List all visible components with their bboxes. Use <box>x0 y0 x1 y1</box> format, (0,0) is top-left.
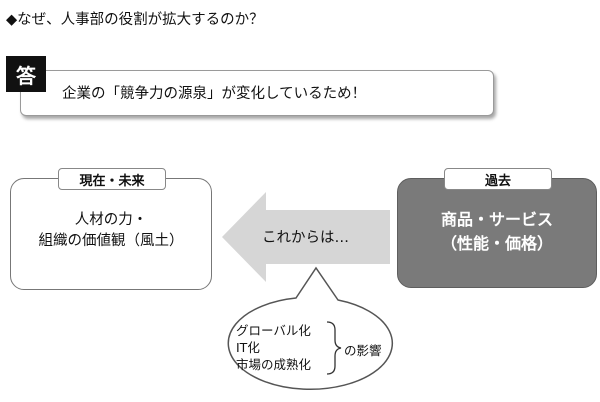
factor-item: IT化 <box>236 340 260 355</box>
past-box-text: 商品・サービス （性能・価格） <box>397 208 597 256</box>
brace-icon <box>326 321 342 375</box>
current-line-1: 人材の力・ <box>74 212 148 228</box>
past-line-1: 商品・サービス <box>440 210 553 229</box>
speech-bubble-outline <box>227 266 393 391</box>
question-heading: ◆なぜ、人事部の役割が拡大するのか？ <box>6 12 264 28</box>
factor-suffix: の影響 <box>344 343 382 358</box>
answer-box <box>20 70 494 116</box>
current-box-text: 人材の力・ 組織の価値観（風土） <box>10 210 212 252</box>
answer-badge: 答 <box>6 56 46 92</box>
answer-text: 企業の「競争力の源泉」が変化しているため！ <box>62 86 367 102</box>
factor-item: 市場の成熟化 <box>236 357 312 372</box>
arrow-shape <box>222 192 390 282</box>
current-line-2: 組織の価値観（風土） <box>38 233 184 249</box>
current-tab: 現在・未来 <box>58 168 166 190</box>
past-tab: 過去 <box>444 168 552 190</box>
factor-item: グローバル化 <box>236 323 311 338</box>
past-line-2: （性能・価格） <box>440 234 553 253</box>
arrow-label: これからは… <box>262 230 349 246</box>
factor-list: グローバル化 IT化 市場の成熟化 <box>236 322 311 373</box>
